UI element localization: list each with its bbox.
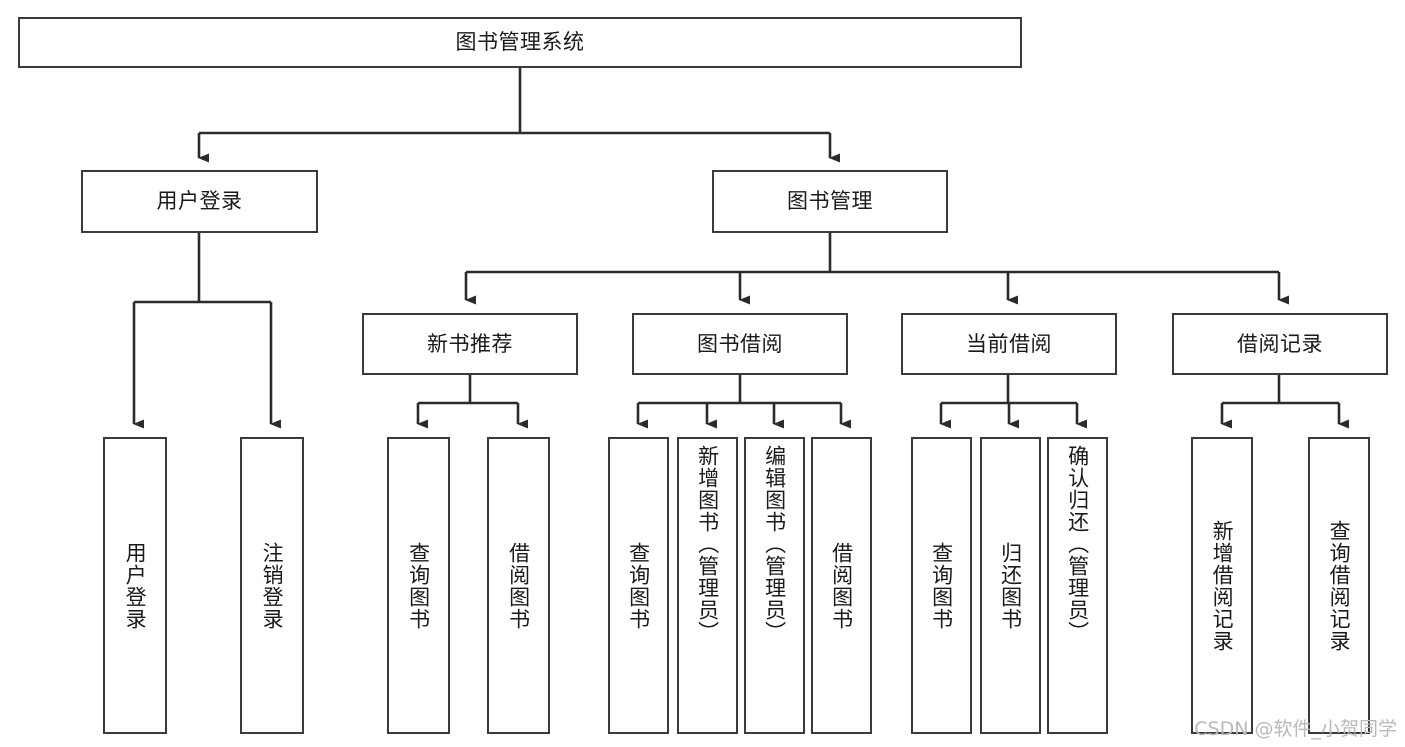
node-leaf-user-login[interactable]: 用户登录 <box>103 437 167 734</box>
node-new-book-recommend-label: 新书推荐 <box>427 331 513 356</box>
node-leaf-confirm-return-admin-label: 确认归还（管理员） <box>1065 445 1090 643</box>
node-user-login-label: 用户登录 <box>156 189 243 214</box>
node-leaf-borrow-book-2[interactable]: 借阅图书 <box>811 437 872 734</box>
node-leaf-user-login-label: 用户登录 <box>123 541 148 630</box>
node-leaf-add-book-admin[interactable]: 新增图书（管理员） <box>677 437 738 734</box>
node-root-system-label: 图书管理系统 <box>455 30 585 55</box>
node-leaf-borrow-book-2-label: 借阅图书 <box>829 541 854 630</box>
node-book-management[interactable]: 图书管理 <box>712 170 948 233</box>
node-book-borrow-label: 图书借阅 <box>697 331 783 356</box>
node-leaf-query-book-1[interactable]: 查询图书 <box>387 437 450 734</box>
csdn-watermark: CSDN @软件_小贺同学 <box>1194 718 1397 740</box>
node-leaf-query-borrow-record-label: 查询借阅记录 <box>1327 519 1352 652</box>
node-leaf-borrow-book-1-label: 借阅图书 <box>506 541 531 630</box>
node-book-borrow[interactable]: 图书借阅 <box>632 313 848 375</box>
node-leaf-add-borrow-record-label: 新增借阅记录 <box>1210 519 1235 652</box>
node-root-system[interactable]: 图书管理系统 <box>18 17 1022 68</box>
node-leaf-query-book-2-label: 查询图书 <box>626 541 651 630</box>
node-leaf-query-book-3[interactable]: 查询图书 <box>911 437 972 734</box>
node-current-borrow[interactable]: 当前借阅 <box>901 313 1117 375</box>
node-leaf-return-book-label: 归还图书 <box>998 541 1023 630</box>
node-leaf-borrow-book-1[interactable]: 借阅图书 <box>487 437 550 734</box>
node-borrow-record-label: 借阅记录 <box>1237 331 1323 356</box>
node-user-login[interactable]: 用户登录 <box>81 170 318 233</box>
node-new-book-recommend[interactable]: 新书推荐 <box>362 313 578 375</box>
node-leaf-return-book[interactable]: 归还图书 <box>980 437 1041 734</box>
node-leaf-query-borrow-record[interactable]: 查询借阅记录 <box>1308 437 1370 734</box>
node-leaf-query-book-2[interactable]: 查询图书 <box>608 437 669 734</box>
node-leaf-add-book-admin-label: 新增图书（管理员） <box>695 445 720 643</box>
node-current-borrow-label: 当前借阅 <box>966 331 1052 356</box>
node-leaf-confirm-return-admin[interactable]: 确认归还（管理员） <box>1047 437 1108 734</box>
node-leaf-add-borrow-record[interactable]: 新增借阅记录 <box>1191 437 1253 734</box>
node-borrow-record[interactable]: 借阅记录 <box>1172 313 1388 375</box>
node-leaf-edit-book-admin-label: 编辑图书（管理员） <box>762 445 787 643</box>
node-leaf-edit-book-admin[interactable]: 编辑图书（管理员） <box>744 437 805 734</box>
node-book-management-label: 图书管理 <box>787 189 873 214</box>
node-leaf-query-book-1-label: 查询图书 <box>406 541 431 630</box>
node-leaf-user-logout[interactable]: 注销登录 <box>240 437 304 734</box>
node-leaf-user-logout-label: 注销登录 <box>260 541 285 630</box>
node-leaf-query-book-3-label: 查询图书 <box>929 541 954 630</box>
